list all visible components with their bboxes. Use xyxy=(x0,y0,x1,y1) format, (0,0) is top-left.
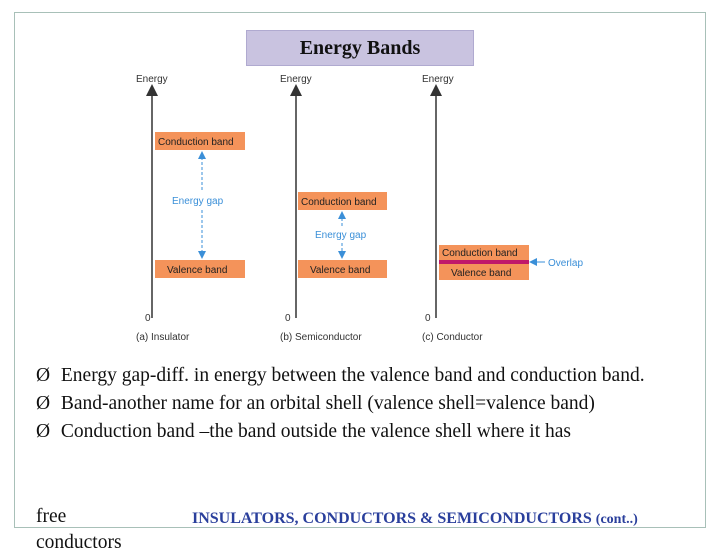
footer: free INSULATORS, CONDUCTORS & SEMICONDUC… xyxy=(0,498,720,553)
bullet-text: Conduction band –the band outside the va… xyxy=(60,421,571,442)
bullet-item: Ø Conduction band –the band outside the … xyxy=(36,418,692,446)
energy-band-diagram: Energy 0 Conduction band Energy gap Vale… xyxy=(136,74,583,343)
overlap-region xyxy=(439,260,529,264)
zero-label: 0 xyxy=(145,313,151,324)
slide-title: Energy Bands xyxy=(246,30,474,66)
conduction-band xyxy=(298,192,387,210)
valence-band xyxy=(298,260,387,278)
bullet-item: Ø Energy gap-diff. in energy between the… xyxy=(36,362,692,390)
bullet-text: Band-another name for an orbital shell (… xyxy=(60,393,595,414)
conduction-band-label: Conduction band xyxy=(158,137,234,148)
semiconductor-panel: Energy 0 Conduction band Energy gap Vale… xyxy=(280,74,387,343)
valence-band-label: Valence band xyxy=(167,265,227,276)
conductor-panel: Energy 0 Conduction band Valence band Ov… xyxy=(422,74,583,343)
footer-cont: (cont..) xyxy=(595,512,638,527)
zero-label: 0 xyxy=(285,313,291,324)
bullet-arrow-icon: Ø xyxy=(36,421,51,442)
slide-frame xyxy=(14,12,706,528)
energy-gap-label: Energy gap xyxy=(172,196,224,207)
caption-conductor: (c) Conductor xyxy=(422,332,483,343)
zero-label: 0 xyxy=(425,313,431,324)
energy-axis-label: Energy xyxy=(422,74,454,85)
caption-semiconductor: (b) Semiconductor xyxy=(280,332,362,343)
conduction-band xyxy=(155,132,245,150)
bullet-item: Ø Band-another name for an orbital shell… xyxy=(36,390,692,418)
bullet-arrow-icon: Ø xyxy=(36,393,51,414)
valence-band xyxy=(155,260,245,278)
energy-axis-label: Energy xyxy=(280,74,312,85)
conduction-band xyxy=(439,245,529,260)
bullet-continuation: free xyxy=(36,506,67,527)
insulator-panel: Energy 0 Conduction band Energy gap Vale… xyxy=(136,74,245,343)
footer-banner-text: INSULATORS, CONDUCTORS & SEMICONDUCTORS xyxy=(192,510,592,527)
conduction-band-label: Conduction band xyxy=(301,197,377,208)
bullet-list: Ø Energy gap-diff. in energy between the… xyxy=(36,362,692,446)
valence-band-label: Valence band xyxy=(451,268,511,279)
valence-band xyxy=(439,264,529,280)
valence-band-label: Valence band xyxy=(310,265,370,276)
footer-banner: INSULATORS, CONDUCTORS & SEMICONDUCTORS … xyxy=(192,510,638,528)
conduction-band-label: Conduction band xyxy=(442,248,518,259)
bullet-cut-text: conductors xyxy=(36,532,122,553)
bullet-text: Energy gap-diff. in energy between the v… xyxy=(60,365,645,386)
energy-axis-label: Energy xyxy=(136,74,168,85)
energy-gap-label: Energy gap xyxy=(315,230,367,241)
overlap-label: Overlap xyxy=(548,258,583,269)
bullet-arrow-icon: Ø xyxy=(36,365,51,386)
caption-insulator: (a) Insulator xyxy=(136,332,190,343)
